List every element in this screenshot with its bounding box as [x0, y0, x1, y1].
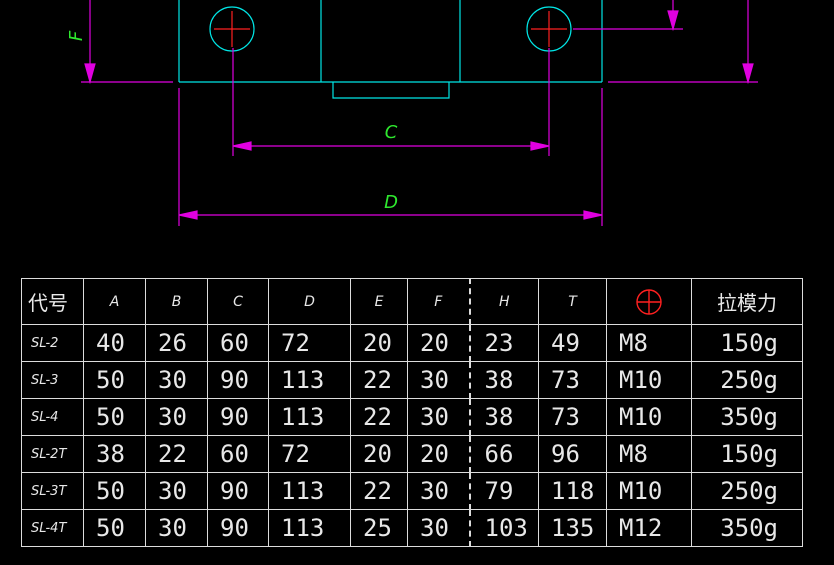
- cell-a: 50: [83, 361, 146, 399]
- cell-e: 22: [350, 472, 408, 510]
- cell-e: 25: [350, 509, 408, 547]
- cell-h: 23: [469, 324, 539, 362]
- cell-a: 40: [83, 324, 146, 362]
- cell-c: 60: [207, 435, 269, 473]
- cell-pull-force: 350g: [691, 398, 803, 436]
- cell-t: 73: [538, 361, 607, 399]
- cell-d: 113: [268, 472, 351, 510]
- cell-t: 135: [538, 509, 607, 547]
- cell-h: 38: [469, 361, 539, 399]
- cell-thread: M8: [606, 324, 692, 362]
- cell-pull-force: 150g: [691, 324, 803, 362]
- cell-code: SL-3T: [21, 472, 84, 510]
- header-c: C: [207, 278, 269, 325]
- cell-t: 49: [538, 324, 607, 362]
- centre-marks: [214, 11, 567, 47]
- cell-d: 113: [268, 398, 351, 436]
- header-b: B: [145, 278, 208, 325]
- header-pull-force: 拉模力: [691, 278, 803, 325]
- cell-t: 118: [538, 472, 607, 510]
- cell-thread: M10: [606, 472, 692, 510]
- cell-code: SL-2: [21, 324, 84, 362]
- cell-code: SL-4: [21, 398, 84, 436]
- cell-c: 90: [207, 509, 269, 547]
- cell-d: 72: [268, 435, 351, 473]
- cell-t: 73: [538, 398, 607, 436]
- thread-symbol-icon: [636, 288, 662, 315]
- table-header-row: 代号 A B C D E F H T 拉模力: [21, 278, 803, 325]
- cell-h: 79: [469, 472, 539, 510]
- cell-code: SL-4T: [21, 509, 84, 547]
- cell-f: 30: [407, 509, 471, 547]
- cell-e: 20: [350, 435, 408, 473]
- cell-pull-force: 150g: [691, 435, 803, 473]
- cell-c: 90: [207, 398, 269, 436]
- cell-thread: M10: [606, 398, 692, 436]
- technical-drawing: F C D: [66, 0, 758, 226]
- cell-a: 50: [83, 398, 146, 436]
- cell-code: SL-2T: [21, 435, 84, 473]
- cell-b: 30: [145, 398, 208, 436]
- cell-d: 72: [268, 324, 351, 362]
- cell-f: 20: [407, 324, 471, 362]
- cell-b: 30: [145, 509, 208, 547]
- cell-c: 90: [207, 361, 269, 399]
- cell-t: 96: [538, 435, 607, 473]
- cell-b: 22: [145, 435, 208, 473]
- header-h: H: [469, 278, 539, 325]
- header-t: T: [538, 278, 607, 325]
- header-thread: [606, 278, 692, 325]
- dim-label-f: F: [66, 30, 87, 41]
- dim-label-d: D: [384, 192, 398, 213]
- header-f: F: [407, 278, 471, 325]
- cell-thread: M12: [606, 509, 692, 547]
- cell-c: 60: [207, 324, 269, 362]
- cell-e: 22: [350, 398, 408, 436]
- cell-pull-force: 250g: [691, 361, 803, 399]
- cell-thread: M10: [606, 361, 692, 399]
- header-d: D: [268, 278, 351, 325]
- cell-pull-force: 250g: [691, 472, 803, 510]
- header-code: 代号: [21, 278, 84, 325]
- cell-d: 113: [268, 361, 351, 399]
- part-outline: [178, 0, 603, 99]
- cell-a: 50: [83, 472, 146, 510]
- dimension-lines: [81, 0, 758, 226]
- cell-a: 50: [83, 509, 146, 547]
- cell-b: 30: [145, 361, 208, 399]
- cell-h: 38: [469, 398, 539, 436]
- cell-b: 26: [145, 324, 208, 362]
- cell-pull-force: 350g: [691, 509, 803, 547]
- cell-c: 90: [207, 472, 269, 510]
- cell-code: SL-3: [21, 361, 84, 399]
- header-e: E: [350, 278, 408, 325]
- cell-f: 30: [407, 472, 471, 510]
- cell-a: 38: [83, 435, 146, 473]
- cell-b: 30: [145, 472, 208, 510]
- cell-f: 20: [407, 435, 471, 473]
- cell-thread: M8: [606, 435, 692, 473]
- cell-h: 66: [469, 435, 539, 473]
- cell-e: 22: [350, 361, 408, 399]
- cell-d: 113: [268, 509, 351, 547]
- cell-e: 20: [350, 324, 408, 362]
- dim-label-c: C: [385, 122, 398, 143]
- header-a: A: [83, 278, 146, 325]
- cell-f: 30: [407, 361, 471, 399]
- cell-h: 103: [469, 509, 539, 547]
- cell-f: 30: [407, 398, 471, 436]
- left-bolt-hole: [209, 6, 255, 52]
